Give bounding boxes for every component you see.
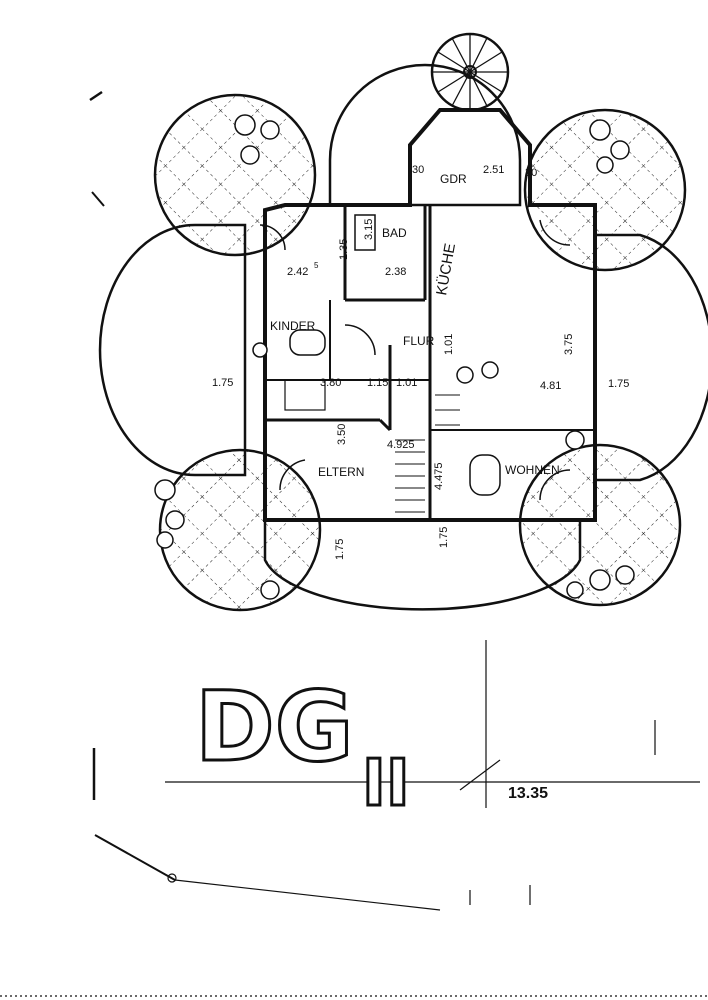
- dim-242: 2.42: [287, 266, 308, 278]
- dim-175-bottom-left: 1.75: [334, 539, 346, 560]
- dim-481: 4.81: [540, 380, 561, 392]
- room-label-gdr: GDR: [440, 172, 467, 186]
- dim-115: 1.15: [367, 377, 388, 389]
- dim-30-right: 30: [525, 167, 537, 179]
- dim-175-left: 1.75: [212, 377, 233, 389]
- roof-bay-top: [328, 63, 522, 207]
- dim-175-right: 1.75: [608, 378, 629, 390]
- dim-4925: 4.925: [387, 439, 415, 451]
- dim-30-left: 30: [412, 164, 424, 176]
- room-label-eltern: ELTERN: [318, 465, 364, 479]
- floor-roman-numeral: II: [362, 747, 410, 821]
- dim-375: 3.75: [563, 334, 575, 355]
- corner-terrace-nw: [153, 93, 317, 257]
- room-label-flur: FLUR: [403, 334, 435, 348]
- room-label-kueche: KÜCHE: [432, 242, 459, 297]
- dim-4475: 4.475: [433, 462, 445, 490]
- dim-101-top: 1.01: [443, 334, 455, 355]
- site-reference-lines: [0, 90, 708, 997]
- building-walls: [259, 108, 597, 522]
- dim-175-bottom-mid: 1.75: [438, 527, 450, 548]
- dim-380: 3.80: [320, 377, 341, 389]
- spiral-staircase: [430, 32, 510, 112]
- room-label-bad: BAD: [382, 226, 407, 240]
- floor-label-dg: DG: [195, 671, 353, 783]
- dim-135: 1.35: [338, 239, 350, 260]
- dim-251: 2.51: [483, 164, 504, 176]
- roof-bay-left: [98, 223, 247, 477]
- room-label-kinder: KINDER: [270, 319, 316, 333]
- roof-bay-bottom: [263, 518, 582, 611]
- corner-terrace-ne: [523, 108, 687, 272]
- dim-242-superscript: 5: [314, 261, 319, 270]
- elevation-label: 13.35: [508, 785, 548, 802]
- shrub-decorations: [154, 114, 635, 600]
- dim-350: 3.50: [336, 424, 348, 445]
- dim-238: 2.38: [385, 266, 406, 278]
- dim-101-mid: 1.01: [396, 377, 417, 389]
- corner-terrace-se: [518, 443, 682, 607]
- dim-315: 3.15: [363, 219, 375, 240]
- roof-bay-right: [593, 233, 708, 482]
- room-label-wohnen: WOHNEN: [505, 463, 560, 477]
